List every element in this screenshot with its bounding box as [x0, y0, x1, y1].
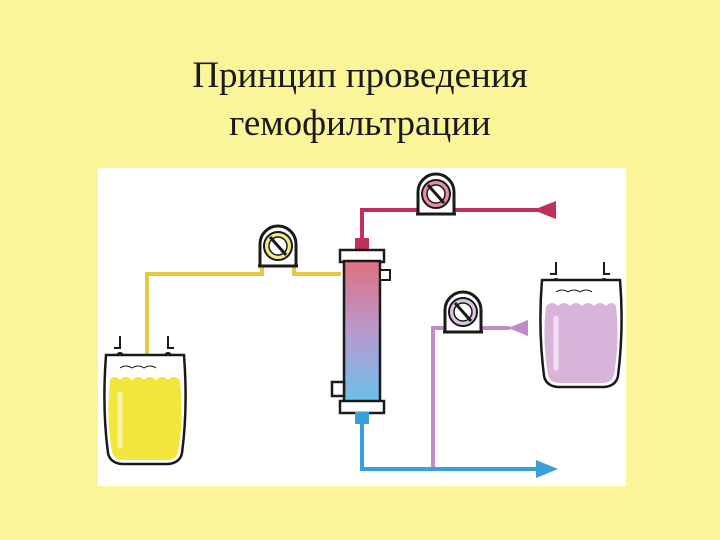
filtrate-pump-icon [443, 290, 483, 334]
hemofiltration-diagram [98, 168, 626, 486]
substitution-pump-icon [258, 224, 298, 268]
slide-title: Принцип проведения гемофильтрации [0, 52, 720, 148]
substitution-bag-icon [103, 336, 187, 466]
filtrate-bag-icon [539, 262, 623, 389]
filtrate-line [431, 320, 528, 469]
substitution-line [145, 262, 341, 355]
blood-outflow-arrow-icon [536, 460, 558, 478]
title-line-2: гемофильтрации [229, 103, 491, 144]
blood-outflow-line [360, 422, 558, 478]
diagram-canvas [103, 172, 623, 478]
blood-inflow-arrow-icon [533, 201, 556, 219]
hemofilter-icon [330, 238, 391, 424]
blood-inflow-line [360, 201, 556, 240]
title-line-1: Принцип проведения [192, 55, 528, 96]
filtrate-arrow-icon [508, 320, 528, 336]
blood-pump-icon [416, 172, 456, 216]
